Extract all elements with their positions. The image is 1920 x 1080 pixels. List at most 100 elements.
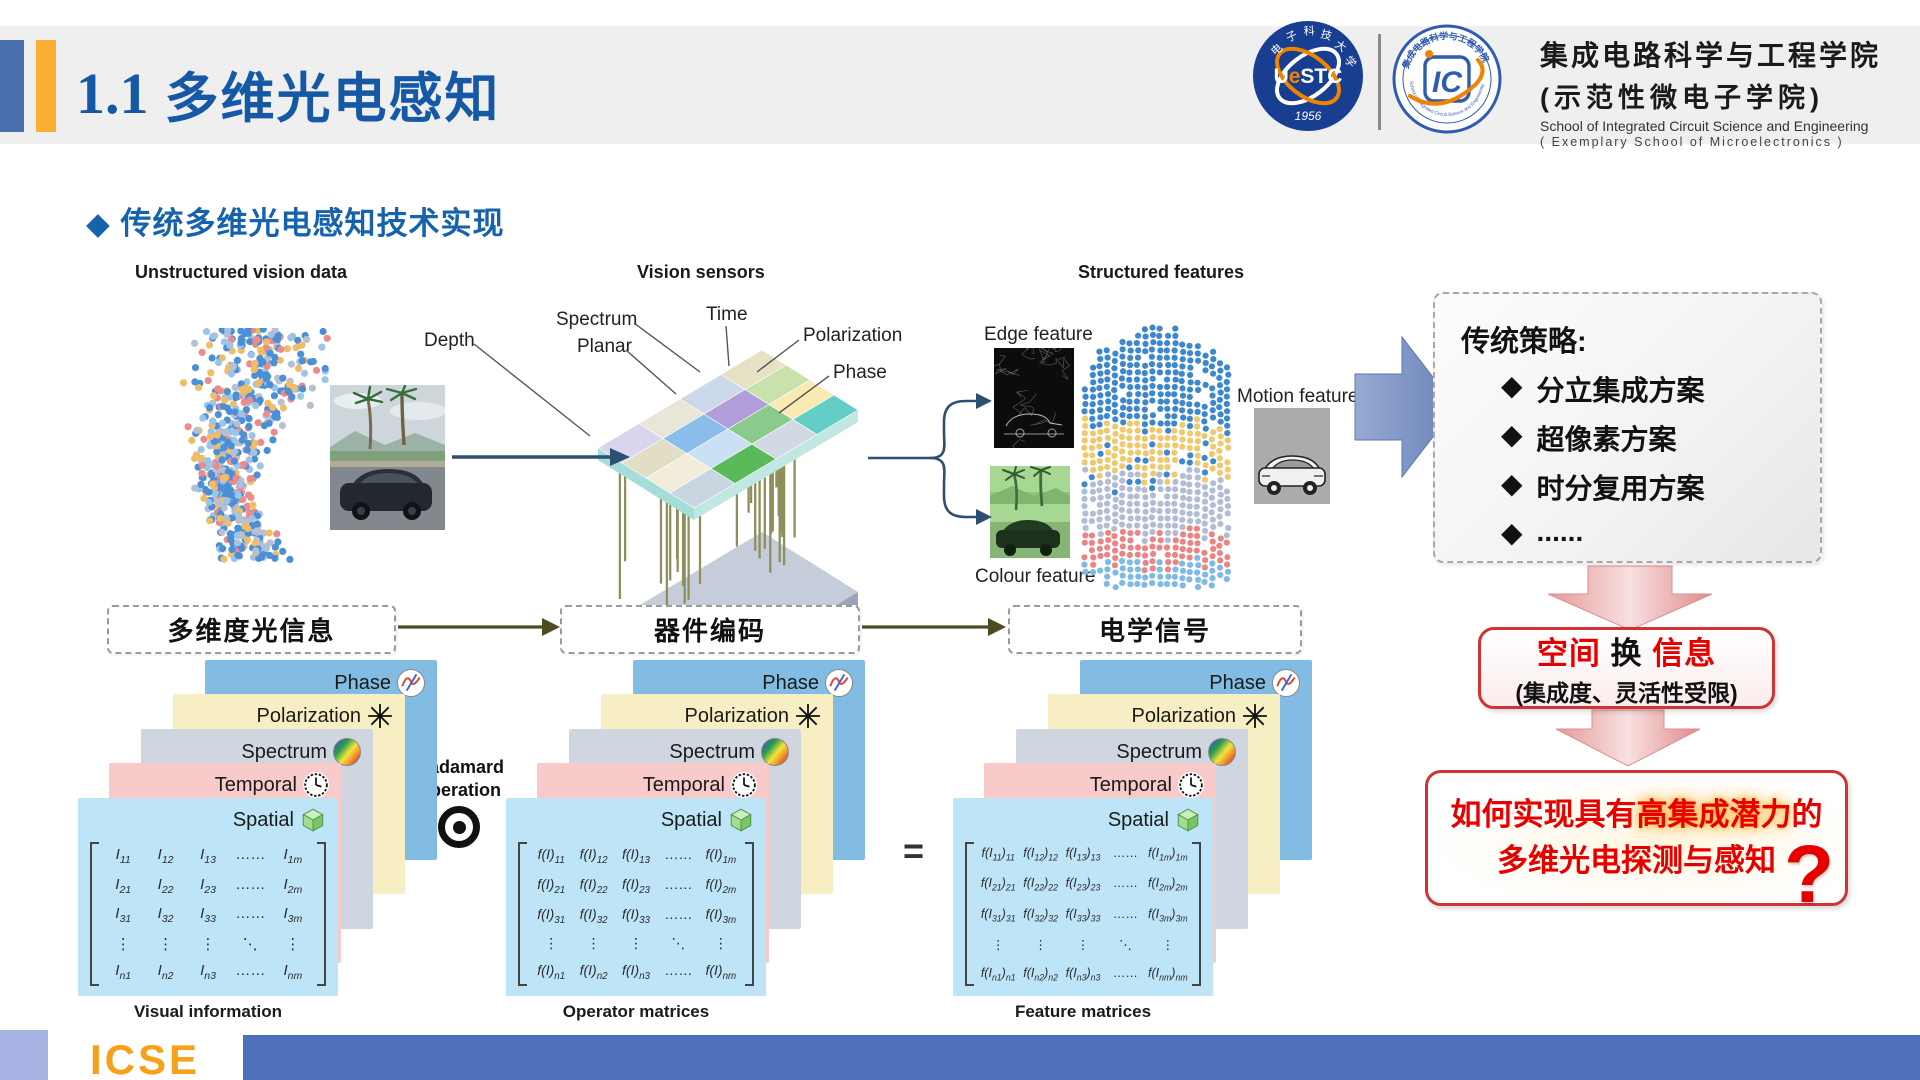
layer-label: Spectrum bbox=[1116, 738, 1236, 766]
layer-label-text: Polarization bbox=[256, 704, 361, 727]
layer-label-text: Spectrum bbox=[241, 740, 327, 763]
layer-label: Temporal bbox=[1090, 772, 1204, 798]
sensor-label-spectrum: Spectrum bbox=[556, 309, 638, 330]
strategy-item: ◆超像素方案 bbox=[1501, 418, 1820, 458]
layer-label: Temporal bbox=[643, 772, 757, 798]
polarization-icon bbox=[795, 703, 821, 729]
stack-caption: Operator matrices bbox=[562, 1002, 710, 1021]
strategy-item: ◆分立集成方案 bbox=[1501, 369, 1820, 409]
layer-label: Temporal bbox=[215, 772, 329, 798]
traditional-strategy-box: 传统策略: ◆分立集成方案◆超像素方案◆时分复用方案◆...... bbox=[1433, 292, 1822, 563]
question-line1: 如何实现具有高集成潜力的 bbox=[1450, 796, 1823, 832]
stack-caption: Visual information bbox=[134, 1002, 282, 1021]
school-name-en: School of Integrated Circuit Science and… bbox=[1540, 118, 1869, 134]
header-band bbox=[0, 26, 1920, 144]
layer-label: Spectrum bbox=[669, 738, 789, 766]
layer-label-text: Temporal bbox=[642, 773, 725, 796]
title-accent-blue-bar bbox=[0, 40, 24, 132]
pipeline-box-electrical-signal: 电学信号 bbox=[1008, 605, 1302, 654]
layer-label: Phase bbox=[762, 669, 853, 697]
motion-feature-image bbox=[1254, 408, 1330, 504]
spectrum-icon bbox=[761, 738, 789, 766]
polarization-icon bbox=[1242, 703, 1268, 729]
sensor-label-phase: Phase bbox=[833, 362, 887, 383]
layer-label-text: Polarization bbox=[1131, 704, 1236, 727]
hadamard-operation-label: Hadamard operation bbox=[415, 757, 505, 800]
space-for-information-box: 空间 换 信息 (集成度、灵活性受限) bbox=[1478, 627, 1775, 709]
footer-accent-square bbox=[0, 1030, 48, 1080]
spatial-icon bbox=[1175, 807, 1201, 833]
layer-label: Phase bbox=[334, 669, 425, 697]
street-car-photo bbox=[330, 385, 445, 530]
layer-label: Spatial bbox=[1108, 807, 1201, 833]
diamond-bullet-icon: ◆ bbox=[1501, 370, 1523, 401]
colour-feature-image bbox=[990, 466, 1070, 558]
col-title-sensors: Vision sensors bbox=[637, 262, 765, 282]
phase-icon bbox=[1272, 669, 1300, 697]
school-name-cn2: (示范性微电子学院) bbox=[1540, 83, 1824, 113]
layer-label: Polarization bbox=[684, 703, 821, 729]
title-accent-yellow-bar bbox=[36, 40, 56, 132]
pipeline-box-device-encoding: 器件编码 bbox=[560, 605, 860, 654]
equals-sign: = bbox=[903, 830, 925, 871]
ic-logo-text: IC bbox=[1432, 66, 1463, 99]
pipeline-box-optical-info: 多维度光信息 bbox=[107, 605, 396, 654]
edge-feature-label: Edge feature bbox=[984, 324, 1093, 345]
school-name-cn: 集成电路科学与工程学院 bbox=[1540, 40, 1882, 71]
svg-text:技: 技 bbox=[1319, 27, 1333, 43]
phase-icon bbox=[825, 669, 853, 697]
strategy-item: ◆时分复用方案 bbox=[1501, 467, 1820, 507]
layer-label-text: Phase bbox=[1209, 671, 1266, 694]
research-question-box: 如何实现具有高集成潜力的 多维光电探测与感知 bbox=[1425, 770, 1848, 906]
spatial-icon bbox=[728, 807, 754, 833]
diamond-bullet-icon: ◆ bbox=[1501, 419, 1523, 450]
sensor-label-depth: Depth bbox=[424, 330, 475, 351]
tradeoff-line1: 空间 换 信息 bbox=[1536, 636, 1717, 671]
layer-label: Spatial bbox=[233, 807, 326, 833]
layer-label-text: Spatial bbox=[232, 808, 294, 831]
layer-label: Polarization bbox=[1131, 703, 1268, 729]
layer-label-text: Phase bbox=[762, 671, 819, 694]
footer-bar: 6 bbox=[243, 1035, 1920, 1080]
strategy-title: 传统策略: bbox=[1461, 326, 1587, 358]
layer-label-text: Polarization bbox=[684, 704, 789, 727]
spectrum-icon bbox=[1208, 738, 1236, 766]
sensor-label-time: Time bbox=[706, 304, 748, 325]
layer-label: Spatial bbox=[661, 807, 754, 833]
school-name-en2: ( Exemplary School of Microelectronics ) bbox=[1540, 135, 1844, 149]
colour-feature-label: Colour feature bbox=[975, 566, 1096, 587]
motion-feature-label: Motion feature bbox=[1237, 386, 1359, 407]
strategy-item-list: ◆分立集成方案◆超像素方案◆时分复用方案◆...... bbox=[1461, 369, 1820, 549]
stack-caption: Feature matrices bbox=[1014, 1002, 1152, 1021]
icse-logo: ICSE bbox=[90, 1036, 201, 1080]
layer-label-text: Spectrum bbox=[1116, 740, 1202, 763]
layer-label-text: Spectrum bbox=[669, 740, 755, 763]
uestc-logo: UeSTC 电 子 科 技 大 学 1956 bbox=[1253, 21, 1363, 131]
col-title-unstructured: Unstructured vision data bbox=[135, 262, 348, 282]
hadamard-product-icon bbox=[438, 806, 480, 848]
diamond-bullet-icon: ◆ bbox=[1501, 468, 1523, 499]
svg-text:UeSTC: UeSTC bbox=[1274, 65, 1343, 88]
spatial-icon bbox=[300, 807, 326, 833]
unstructured-dot-cloud bbox=[179, 328, 331, 563]
layer-label-text: Spatial bbox=[660, 808, 722, 831]
layer-label: Spectrum bbox=[241, 738, 361, 766]
svg-text:子: 子 bbox=[1284, 28, 1299, 44]
structured-feature-dot-stack bbox=[1081, 324, 1232, 591]
ic-school-logo: 集成电路科学与工程学院 School of Integrated Circuit… bbox=[1392, 24, 1502, 134]
layer-label: Polarization bbox=[256, 703, 393, 729]
page-title: 1.1 多维光电感知 bbox=[76, 50, 501, 136]
temporal-icon bbox=[303, 772, 329, 798]
col-title-structured: Structured features bbox=[1078, 262, 1245, 282]
temporal-icon bbox=[731, 772, 757, 798]
logo-divider bbox=[1378, 34, 1381, 130]
layer-label-text: Temporal bbox=[1089, 773, 1172, 796]
sensor-label-polarization: Polarization bbox=[803, 325, 903, 346]
layer-label-text: Phase bbox=[334, 671, 391, 694]
uestc-logo-year: 1956 bbox=[1295, 109, 1322, 123]
